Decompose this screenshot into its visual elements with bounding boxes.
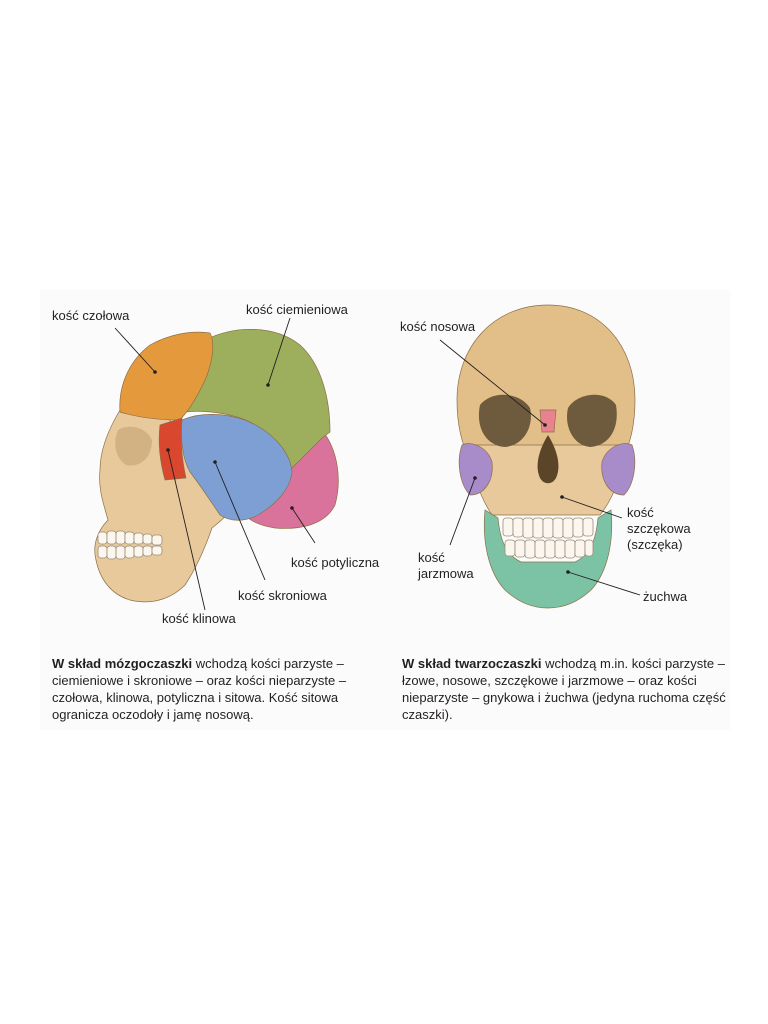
label-maxilla-line2: szczękowa [627, 521, 691, 536]
orbit-left [478, 394, 531, 447]
nasal-bone-shape [539, 409, 557, 433]
frontal-skull [439, 304, 641, 609]
zygomatic-left [458, 443, 493, 496]
label-zygomatic: kość jarzmowa [418, 550, 474, 582]
caption-viscerocranium-text: wchodzą m.in. kości parzyste – łzowe, no… [402, 656, 726, 722]
label-maxilla-line1: kość [627, 505, 654, 520]
front-leader-lines [439, 339, 641, 596]
lateral-skull [94, 317, 339, 611]
caption-neurocranium-text: wchodzą kości parzyste – ciemieniowe i s… [52, 656, 347, 722]
caption-viscerocranium-bold: W skład twarzoczaszki [402, 656, 542, 671]
lateral-leader-dots [153, 370, 294, 510]
label-frontal-bone: kość czołowa [52, 308, 130, 323]
label-zygomatic-line2: jarzmowa [418, 566, 474, 581]
front-teeth [502, 517, 594, 559]
lateral-orbit [115, 426, 152, 466]
sphenoid-bone [158, 417, 187, 481]
temporal-bone [181, 414, 293, 521]
label-maxilla-line3: (szczęka) [627, 537, 683, 552]
caption-neurocranium-bold: W skład mózgoczaszki [52, 656, 193, 671]
label-sphenoid-bone: kość klinowa [162, 611, 236, 626]
label-maxilla: kość szczękowa (szczęka) [627, 505, 691, 553]
lateral-teeth [97, 530, 163, 560]
zygomatic-right [601, 443, 636, 496]
label-mandible: żuchwa [643, 589, 688, 604]
label-temporal-bone: kość skroniowa [238, 588, 327, 603]
label-occipital-bone: kość potyliczna [291, 555, 380, 570]
front-leader-dots [473, 423, 570, 574]
lateral-leader-lines [114, 317, 316, 611]
caption-neurocranium: W skład mózgoczaszki wchodzą kości parzy… [52, 655, 372, 723]
mandible-shape [483, 509, 613, 609]
label-nasal-bone: kość nosowa [400, 319, 476, 334]
nasal-cavity [537, 435, 559, 484]
orbit-right [566, 394, 617, 447]
caption-viscerocranium: W skład twarzoczaszki wchodzą m.in. kośc… [402, 655, 726, 723]
label-zygomatic-line1: kość [418, 550, 445, 565]
label-parietal-bone: kość ciemieniowa [246, 302, 348, 317]
